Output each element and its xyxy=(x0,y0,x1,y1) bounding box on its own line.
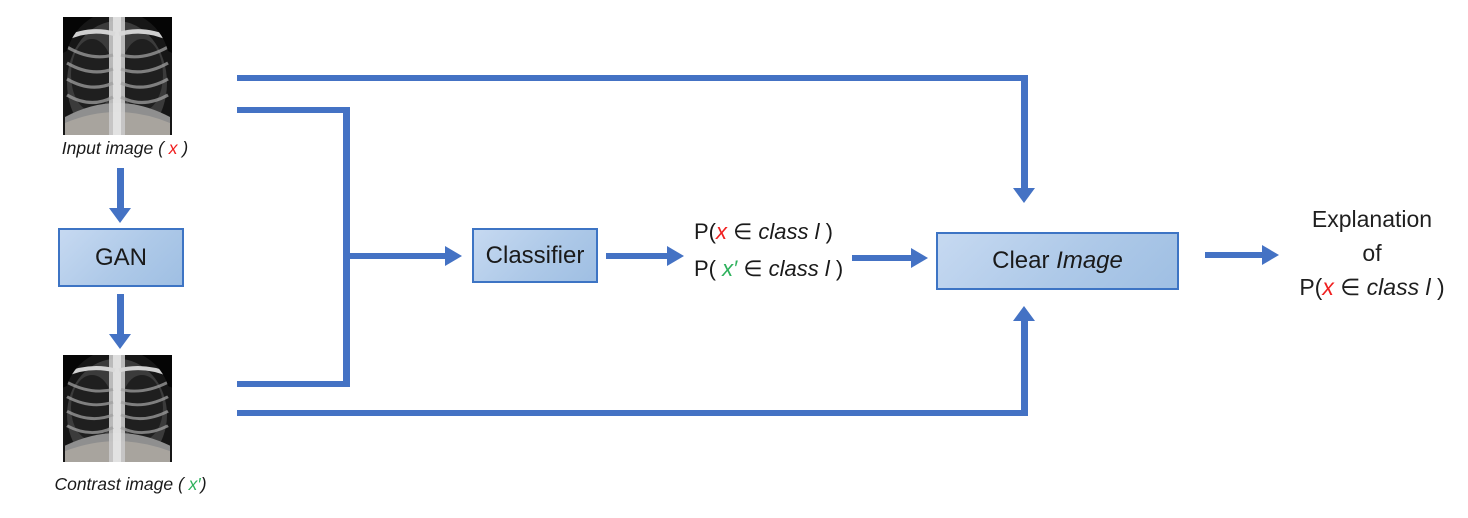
probability-line-1: P(x ∈ class l ) xyxy=(694,219,833,244)
explanation-text: Explanation of P(x ∈ class l ) xyxy=(1278,202,1466,304)
element-of-symbol: ∈ xyxy=(727,219,759,244)
element-of-symbol: ∈ xyxy=(1333,274,1367,300)
input-caption-text: Input image ( xyxy=(61,138,169,158)
probability-text: P(x ∈ class l ) P( x′ ∈ class l ) xyxy=(694,213,843,287)
clear-image-label: Clear Image xyxy=(992,247,1123,274)
variable-x: x xyxy=(168,138,178,158)
explanation-line-3: P(x ∈ class l ) xyxy=(1299,274,1445,300)
gan-label: GAN xyxy=(94,243,147,271)
contrast-caption-text: Contrast image ( xyxy=(54,474,189,494)
variable-x-prime: x′ xyxy=(722,256,738,281)
clear-image-box: Clear Image xyxy=(936,232,1179,290)
probability-line-2: P( x′ ∈ class l ) xyxy=(694,256,844,281)
contrast-image-caption: Contrast image ( x′) xyxy=(54,474,207,494)
explanation-line-2: of xyxy=(1362,240,1382,266)
variable-x: x xyxy=(716,219,727,244)
classifier-label: Classifier xyxy=(485,241,585,269)
gan-box: GAN xyxy=(58,228,184,287)
classifier-box: Classifier xyxy=(472,228,598,283)
input-chest-xray-image xyxy=(63,17,172,135)
variable-x: x xyxy=(1322,274,1334,300)
contrast-chest-xray-image xyxy=(63,355,172,462)
explanation-line-1: Explanation xyxy=(1311,206,1433,232)
input-image-caption: Input image ( x ) xyxy=(61,138,189,158)
variable-x-prime: x′ xyxy=(188,474,201,494)
element-of-symbol: ∈ xyxy=(737,256,769,281)
